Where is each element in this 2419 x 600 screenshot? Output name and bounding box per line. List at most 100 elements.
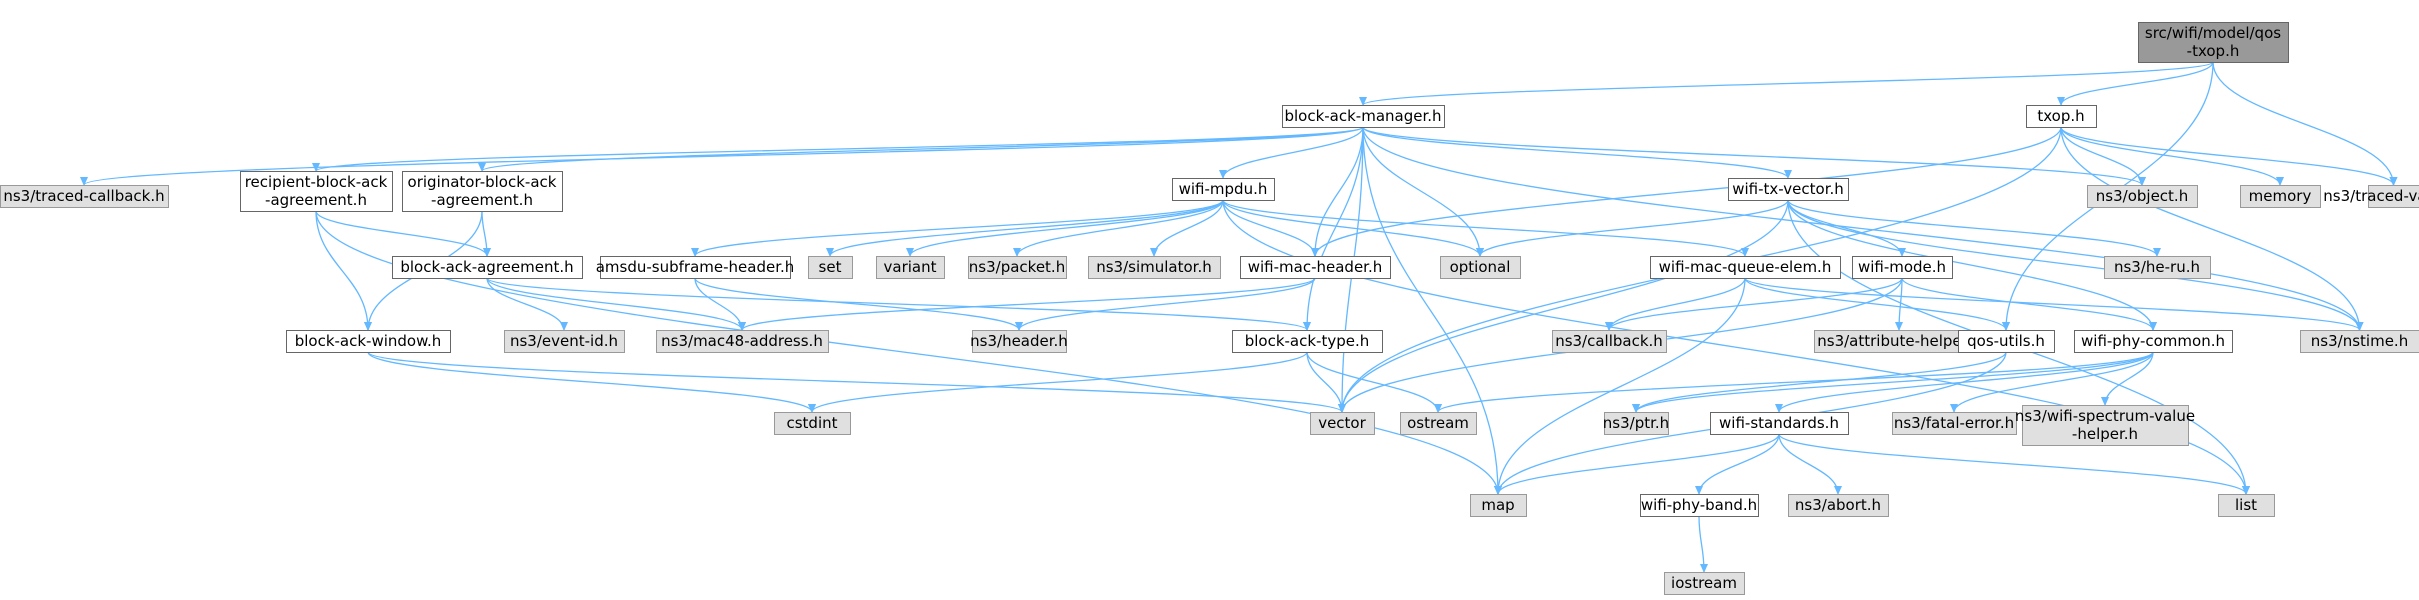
node-label: cstdint <box>786 414 837 432</box>
edge-standards-to-phyband <box>1695 433 1780 495</box>
node-box <box>1650 256 1841 279</box>
node-set: set <box>808 256 853 279</box>
edge-baa-to-mac48 <box>486 277 746 331</box>
node-box <box>2087 185 2198 208</box>
edge-mpdu-to-amsdu <box>691 199 1224 257</box>
node-bawin[interactable]: block-ack-window.h <box>286 330 451 353</box>
node-box <box>2074 330 2233 353</box>
edges-layer <box>80 61 2398 573</box>
edge-mqe-to-qosutils <box>1744 277 2010 331</box>
node-cstdint: cstdint <box>774 412 851 435</box>
edge-standards-to-map <box>1494 433 1780 495</box>
edge-phycommon-to-ostream <box>1434 351 2154 413</box>
node-label: wifi-mac-header.h <box>1248 258 1383 276</box>
node-standards[interactable]: wifi-standards.h <box>1710 412 1849 435</box>
node-label: ns3/mac48-address.h <box>661 332 823 350</box>
edge-standards-to-abort <box>1778 433 1842 495</box>
node-attrhelper: ns3/attribute-helper.h <box>1814 330 1985 353</box>
node-label: block-ack-type.h <box>1245 332 1370 350</box>
node-box <box>2218 494 2275 517</box>
node-recipient[interactable]: recipient-block-ack-agreement.h <box>240 171 393 212</box>
edge-bam-to-nstime <box>1362 126 2364 331</box>
node-box <box>656 330 829 353</box>
node-label: ns3/nstime.h <box>2311 332 2408 350</box>
edge-mpdu-to-mqe <box>1222 199 1749 257</box>
edge-bam-to-traced_cb <box>80 126 1364 186</box>
node-simulator: ns3/simulator.h <box>1088 256 1221 279</box>
node-header: ns3/header.h <box>970 330 1068 353</box>
edge-recipient-to-baa <box>315 210 491 257</box>
node-amsdu[interactable]: amsdu-subframe-header.h <box>596 256 795 279</box>
node-abort: ns3/abort.h <box>1788 494 1889 517</box>
node-box <box>504 330 625 353</box>
node-box <box>1440 256 1521 279</box>
node-label: originator-block-ack <box>408 173 557 191</box>
node-mqe[interactable]: wifi-mac-queue-elem.h <box>1650 256 1841 279</box>
node-root[interactable]: src/wifi/model/qos-txop.h <box>2138 22 2289 63</box>
node-box <box>402 171 563 212</box>
edge-machdr-to-header <box>1015 277 1316 331</box>
node-box <box>1232 330 1383 353</box>
node-label: ns3/abort.h <box>1795 496 1881 514</box>
node-phyband[interactable]: wifi-phy-band.h <box>1640 494 1759 517</box>
node-callback: ns3/callback.h <box>1552 330 1667 353</box>
node-box <box>1172 178 1275 201</box>
node-box <box>2368 185 2419 208</box>
node-label: wifi-standards.h <box>1719 414 1839 432</box>
node-box <box>2240 185 2321 208</box>
node-baa[interactable]: block-ack-agreement.h <box>392 256 583 279</box>
node-label: variant <box>884 258 937 276</box>
node-phycommon[interactable]: wifi-phy-common.h <box>2074 330 2233 353</box>
node-mac48: ns3/mac48-address.h <box>656 330 829 353</box>
node-mode[interactable]: wifi-mode.h <box>1852 256 1953 279</box>
edge-bam-to-recipient <box>312 126 1364 172</box>
node-label: ns3/simulator.h <box>1096 258 1212 276</box>
edge-amsdu-to-header <box>694 277 1023 331</box>
node-label: vector <box>1318 414 1366 432</box>
edge-txop-to-object <box>2060 126 2146 186</box>
edge-phyband-to-iostream <box>1698 515 1708 573</box>
nodes-layer: src/wifi/model/qos-txop.h block-ack-manag… <box>0 22 2419 595</box>
edge-txop-to-machdr <box>1311 126 2062 257</box>
edge-standards-to-list <box>1778 433 2250 495</box>
node-box <box>1470 494 1527 517</box>
node-label: wifi-mac-queue-elem.h <box>1659 258 1832 276</box>
node-label: -helper.h <box>2072 425 2138 443</box>
edge-baa-to-batype <box>486 277 1311 331</box>
node-label: list <box>2235 496 2257 514</box>
edge-recipient-to-bawin <box>315 210 372 331</box>
node-label: amsdu-subframe-header.h <box>596 258 795 276</box>
node-machdr[interactable]: wifi-mac-header.h <box>1240 256 1391 279</box>
node-heru: ns3/he-ru.h <box>2104 256 2211 279</box>
node-box <box>2026 105 2097 128</box>
edge-batype-to-vector <box>1306 351 1346 413</box>
node-txvec[interactable]: wifi-tx-vector.h <box>1728 178 1849 201</box>
node-traced_val: ns3/traced-value.h <box>2323 185 2419 208</box>
node-label: ns3/he-ru.h <box>2114 258 2200 276</box>
node-label: block-ack-manager.h <box>1284 107 1441 125</box>
node-box <box>1728 178 1849 201</box>
node-label: memory <box>2249 187 2312 205</box>
edge-mpdu-to-optional <box>1222 199 1484 257</box>
node-box <box>2300 330 2419 353</box>
node-box <box>968 256 1067 279</box>
node-eventid: ns3/event-id.h <box>504 330 625 353</box>
node-batype[interactable]: block-ack-type.h <box>1232 330 1383 353</box>
node-box <box>1664 572 1745 595</box>
node-mpdu[interactable]: wifi-mpdu.h <box>1172 178 1275 201</box>
edge-mpdu-to-variant <box>906 199 1224 257</box>
node-label: qos-utils.h <box>1967 332 2045 350</box>
node-originator[interactable]: originator-block-ack-agreement.h <box>402 171 563 212</box>
node-bam[interactable]: block-ack-manager.h <box>1282 105 1445 128</box>
node-label: wifi-phy-common.h <box>2081 332 2225 350</box>
node-label: ns3/object.h <box>2096 187 2188 205</box>
node-qosutils[interactable]: qos-utils.h <box>1958 330 2055 353</box>
edge-txvec-to-optional <box>1476 199 1789 257</box>
edge-mqe-to-map <box>1494 277 1746 495</box>
node-box <box>0 185 169 208</box>
edge-txop-to-nstime <box>2060 126 2364 331</box>
node-box <box>1710 412 1849 435</box>
node-txop[interactable]: txop.h <box>2026 105 2097 128</box>
node-label: recipient-block-ack <box>245 173 388 191</box>
edge-root-to-bam <box>1359 61 2214 106</box>
